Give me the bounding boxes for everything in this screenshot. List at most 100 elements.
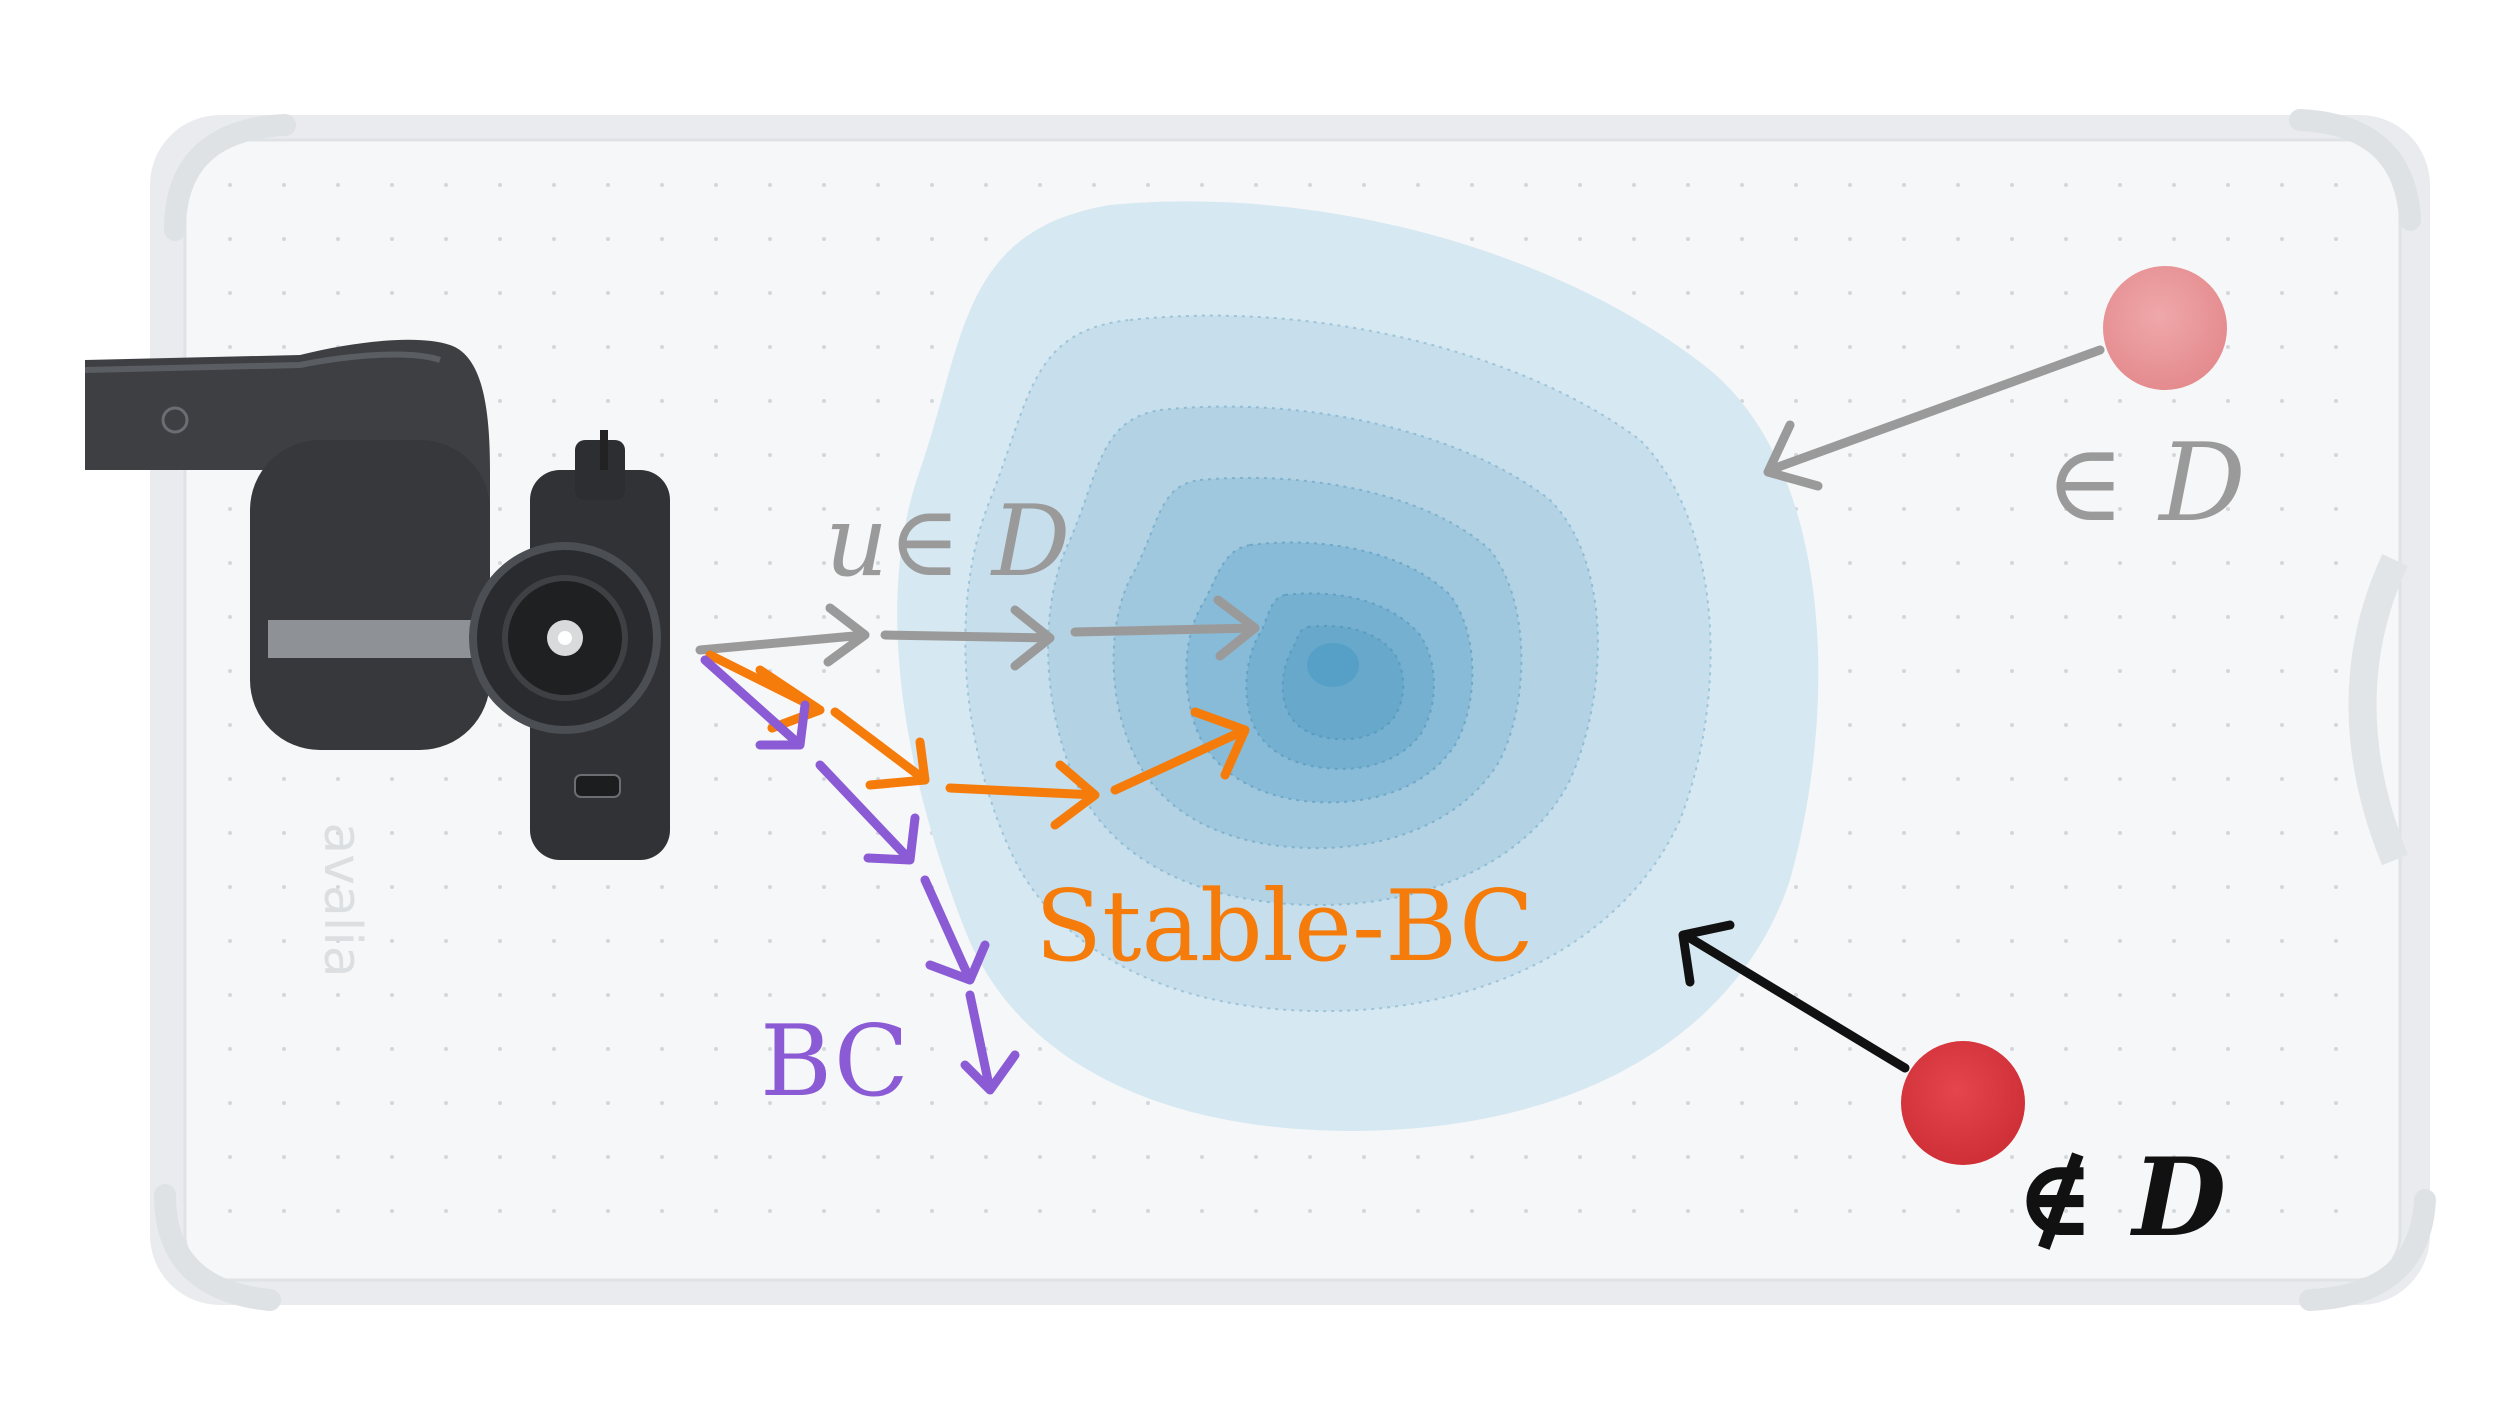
air-hole [2226, 1209, 2230, 1213]
air-hole [876, 723, 880, 727]
air-hole [552, 183, 556, 187]
air-hole [390, 1047, 394, 1051]
air-hole [606, 399, 610, 403]
air-hole [228, 993, 232, 997]
air-hole [390, 777, 394, 781]
air-hole [444, 183, 448, 187]
air-hole [714, 615, 718, 619]
air-hole [1902, 183, 1906, 187]
air-hole [1902, 345, 1906, 349]
air-hole [1848, 669, 1852, 673]
air-hole [1200, 1155, 1204, 1159]
air-hole [2334, 507, 2338, 511]
air-hole [336, 777, 340, 781]
right-goal [2348, 554, 2408, 866]
air-hole [336, 1047, 340, 1051]
air-hole [282, 993, 286, 997]
air-hole [768, 1047, 772, 1051]
air-hole [1200, 1209, 1204, 1213]
air-hole [2010, 507, 2014, 511]
air-hole [1470, 183, 1474, 187]
air-hole [768, 615, 772, 619]
air-hole [822, 831, 826, 835]
air-hole [768, 453, 772, 457]
corner-bracket-tr [2289, 109, 2421, 231]
air-hole [1902, 1047, 1906, 1051]
air-hole [2010, 291, 2014, 295]
air-hole [2334, 939, 2338, 943]
air-hole [714, 993, 718, 997]
air-hole [2064, 183, 2068, 187]
air-hole [876, 1155, 880, 1159]
air-hole [1578, 237, 1582, 241]
air-hole [984, 1101, 988, 1105]
air-hole [1902, 561, 1906, 565]
air-hole [1308, 183, 1312, 187]
air-hole [660, 1209, 664, 1213]
air-hole [2334, 237, 2338, 241]
air-hole [228, 1155, 232, 1159]
air-hole [768, 183, 772, 187]
air-hole [876, 993, 880, 997]
air-hole [606, 885, 610, 889]
air-hole [2010, 399, 2014, 403]
air-hole [2064, 453, 2068, 457]
air-hole [1038, 1155, 1042, 1159]
air-hole [336, 291, 340, 295]
air-hole [390, 831, 394, 835]
air-hole [2280, 453, 2284, 457]
air-hole [930, 399, 934, 403]
air-hole [930, 1155, 934, 1159]
air-hole [228, 345, 232, 349]
air-hole [2172, 183, 2176, 187]
air-hole [2334, 561, 2338, 565]
air-hole [876, 507, 880, 511]
air-hole [660, 993, 664, 997]
air-hole [876, 885, 880, 889]
air-hole [1956, 291, 1960, 295]
air-hole [498, 237, 502, 241]
air-hole [1794, 1047, 1798, 1051]
air-hole [1848, 507, 1852, 511]
gray-arrow-2 [880, 605, 1055, 671]
air-hole [768, 885, 772, 889]
air-hole [2226, 507, 2230, 511]
air-hole [1686, 1101, 1690, 1105]
air-hole [282, 1047, 286, 1051]
air-hole [714, 1047, 718, 1051]
air-hole [768, 1209, 772, 1213]
puck-icon [2103, 266, 2227, 390]
air-hole [444, 993, 448, 997]
air-hole [984, 1209, 988, 1213]
air-hole [498, 1101, 502, 1105]
air-hole [1362, 1155, 1366, 1159]
air-hole [444, 1155, 448, 1159]
air-hole [2334, 723, 2338, 727]
corner-bracket-br [2299, 1189, 2436, 1311]
air-hole [2172, 1209, 2176, 1213]
air-hole [2010, 183, 2014, 187]
out-of-data-puck-group [1678, 920, 2025, 1165]
air-hole [2118, 1155, 2122, 1159]
air-hole [2172, 507, 2176, 511]
air-hole [390, 183, 394, 187]
air-hole [1740, 1155, 1744, 1159]
air-hole [822, 1155, 826, 1159]
air-hole [2064, 561, 2068, 565]
air-hole [768, 507, 772, 511]
air-hole [1038, 1101, 1042, 1105]
air-hole [2064, 291, 2068, 295]
air-hole [1902, 777, 1906, 781]
air-hole [444, 777, 448, 781]
air-hole [768, 399, 772, 403]
air-hole [822, 1101, 826, 1105]
air-hole [876, 669, 880, 673]
air-hole [282, 831, 286, 835]
air-hole [1200, 183, 1204, 187]
air-hole [2334, 345, 2338, 349]
air-hole [660, 939, 664, 943]
air-hole [1848, 1209, 1852, 1213]
air-hole [714, 777, 718, 781]
air-hole [2172, 1101, 2176, 1105]
in-data-puck-group [1763, 266, 2227, 491]
